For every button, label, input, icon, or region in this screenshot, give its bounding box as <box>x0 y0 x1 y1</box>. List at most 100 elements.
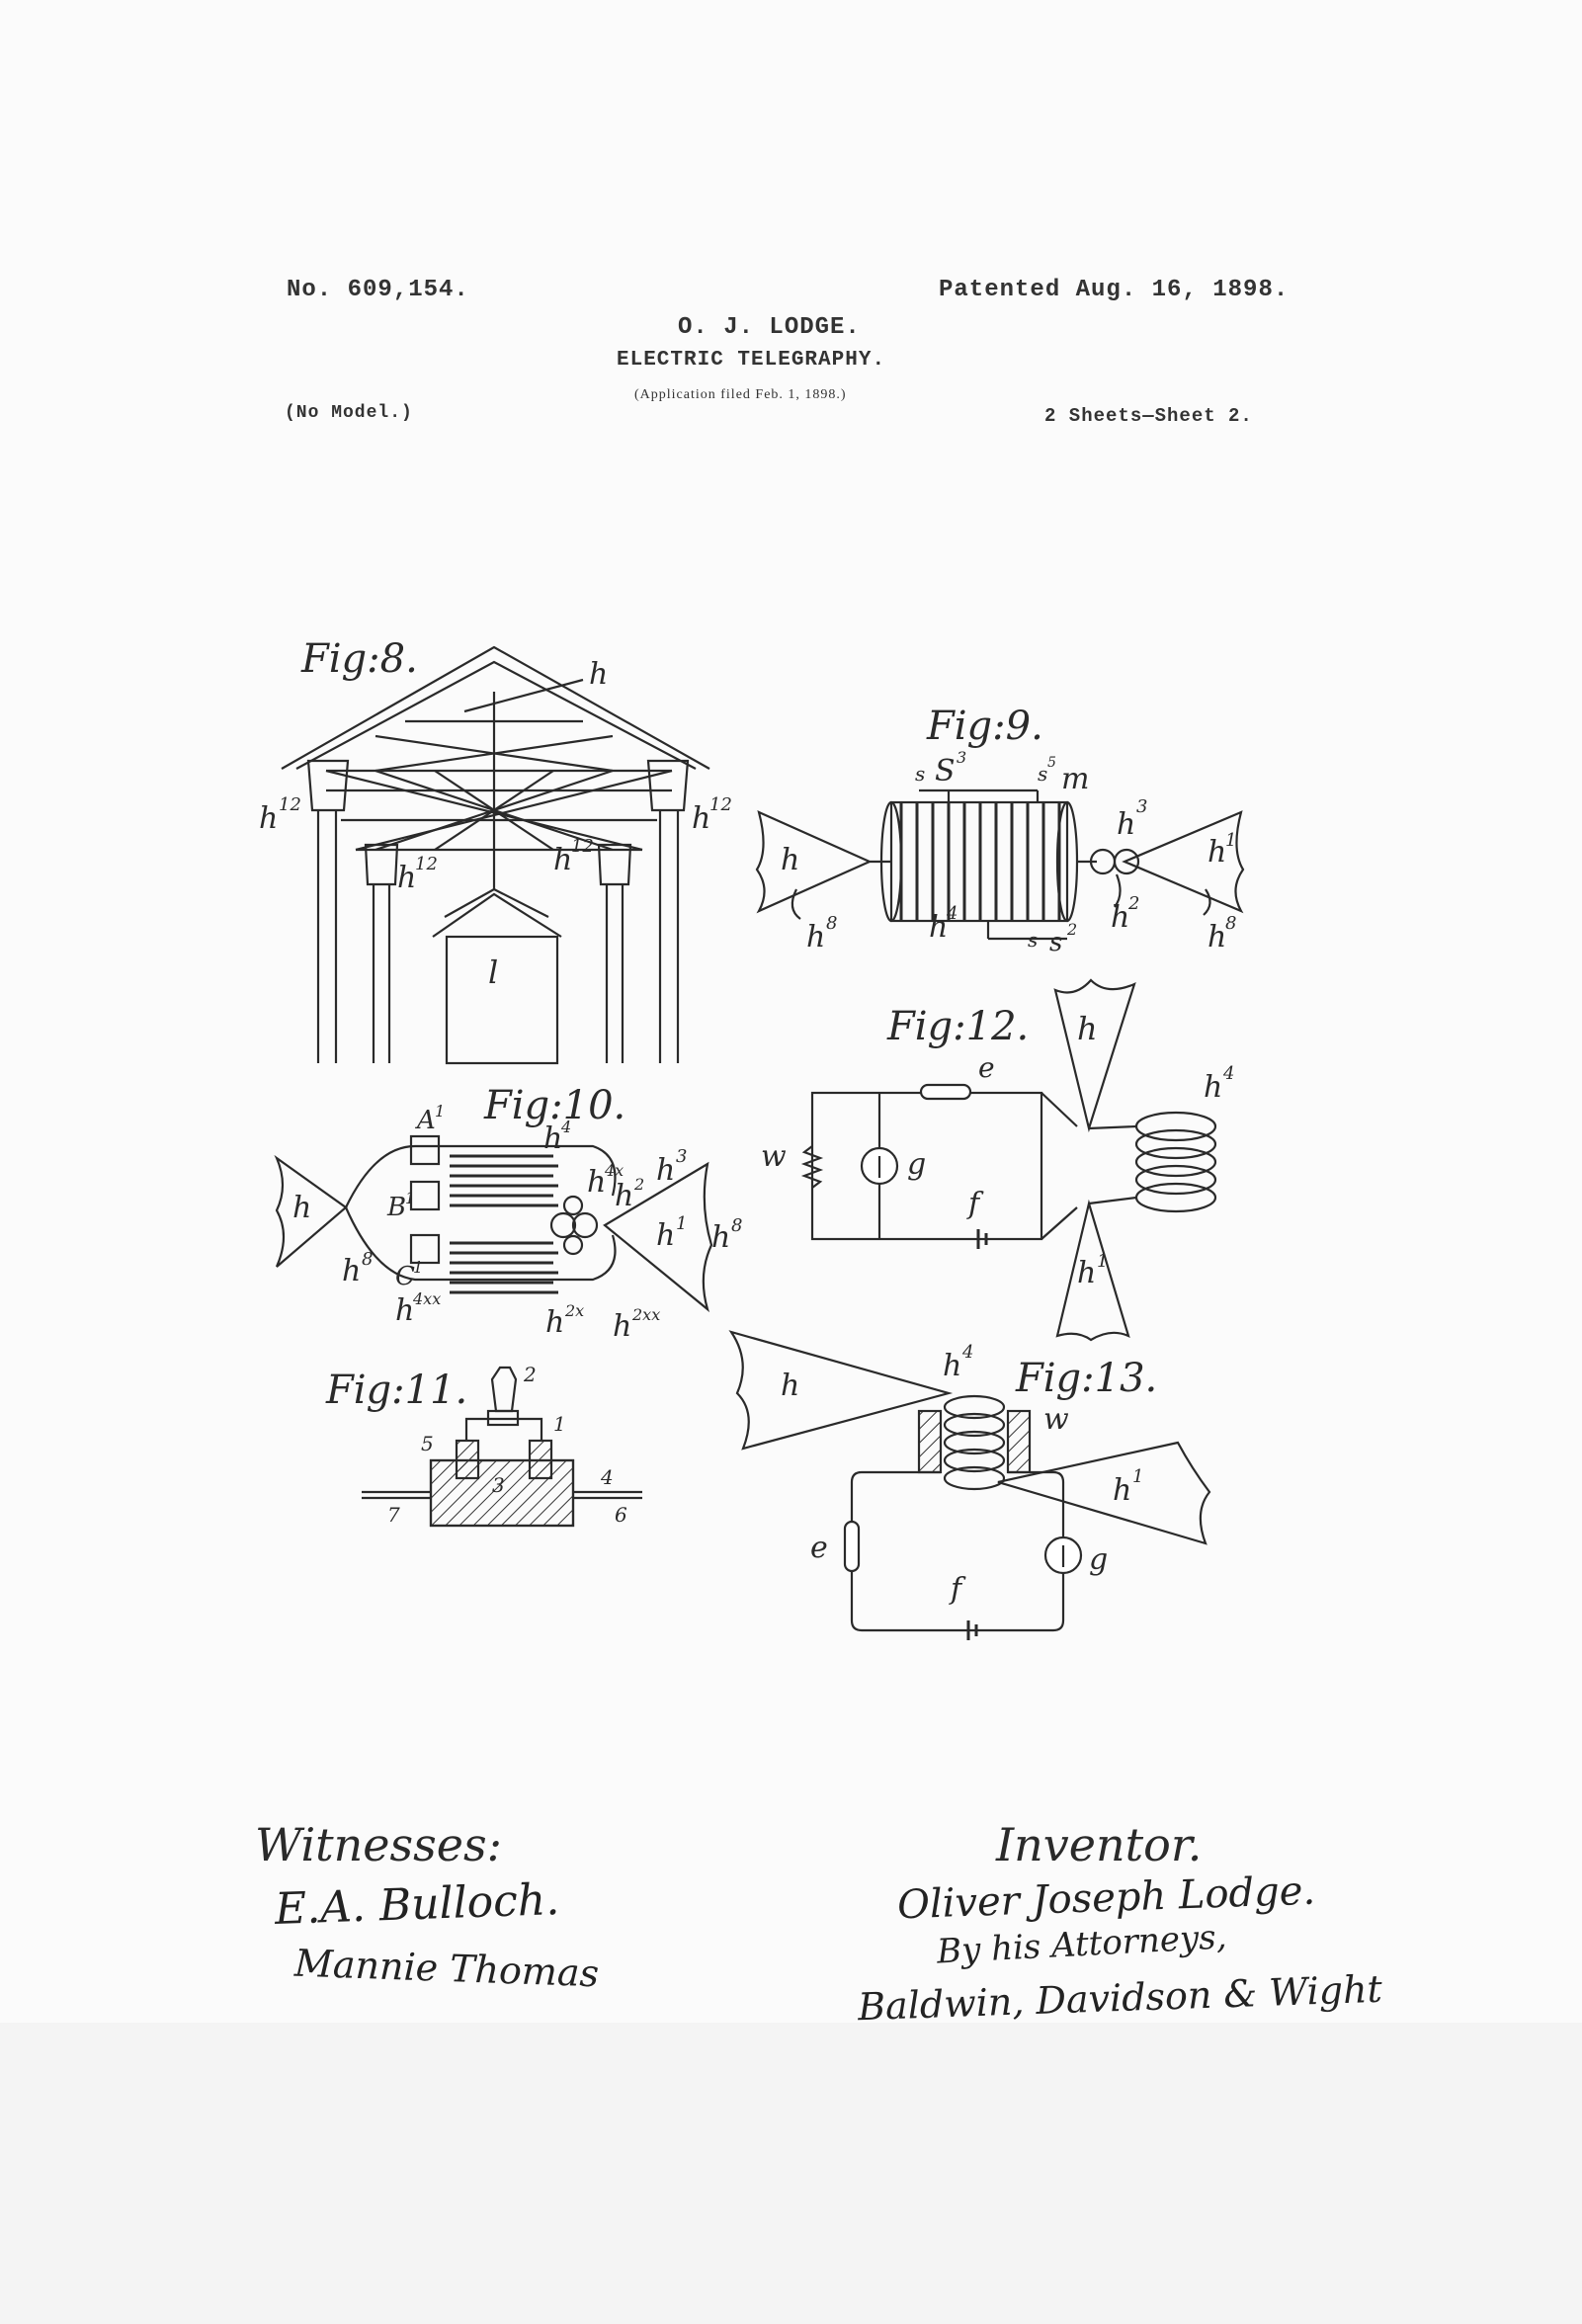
fig-10-part: h <box>656 1218 675 1253</box>
fig-9-part: s <box>1028 928 1038 952</box>
fig-9-part: s <box>1049 928 1062 957</box>
fig-9-part: h <box>806 920 825 954</box>
figure-10: Fig:10. A 1 B 1 <box>274 1083 742 1344</box>
fig-10-part: h <box>615 1179 633 1213</box>
fig-13-part: h <box>781 1369 799 1403</box>
fig-11-part: 7 <box>387 1503 400 1527</box>
model-note: (No Model.) <box>285 403 413 423</box>
fig-10-part: 4x <box>604 1161 624 1180</box>
witness-signature-1: E.A. Bulloch. <box>274 1873 560 1936</box>
figure-12: Fig:12. <box>761 978 1234 1342</box>
fig-9-part: h <box>929 910 948 945</box>
fig-13-part: 4 <box>961 1342 973 1363</box>
fig-12-part: h <box>1077 1256 1096 1290</box>
fig-8-part: h <box>589 657 608 692</box>
fig-9-label: Fig:9. <box>926 704 1043 749</box>
fig-9-part: 3 <box>1136 796 1147 817</box>
fig-13-part: h <box>1113 1473 1131 1508</box>
fig-11-part: 2 <box>523 1363 537 1386</box>
fig-10-part: 1 <box>413 1258 423 1277</box>
fig-10-part: 2 <box>633 1175 644 1194</box>
fig-9-part: m <box>1061 762 1089 796</box>
fig-13-part: w <box>1043 1402 1069 1437</box>
fig-10-part: 4 <box>560 1118 571 1136</box>
fig-9-part: h <box>1207 920 1226 954</box>
fig-10-part: 4xx <box>412 1289 441 1308</box>
fig-13-part: f <box>949 1572 966 1607</box>
fig-11-part: 6 <box>615 1503 627 1527</box>
figure-9: Fig:9. S <box>755 704 1245 957</box>
fig-10-part: A <box>415 1106 436 1135</box>
fig-13-part: h <box>943 1349 961 1383</box>
fig-12-part: w <box>761 1139 787 1174</box>
fig-9-part: 3 <box>957 748 966 767</box>
fig-9-part: h <box>781 843 799 877</box>
fig-11-label: Fig:11. <box>325 1368 467 1413</box>
fig-9-part: 4 <box>946 903 958 924</box>
fig-11-part: 3 <box>492 1473 505 1497</box>
fig-10-part: 1 <box>676 1213 687 1234</box>
fig-10-part: h <box>342 1254 361 1288</box>
fig-10-part: 1 <box>405 1189 415 1207</box>
fig-12-part: h <box>1204 1070 1222 1105</box>
inventor-caption: Inventor. <box>996 1818 1203 1871</box>
fig-8-part: 12 <box>571 836 594 857</box>
fig-10-part: 1 <box>435 1102 445 1120</box>
fig-9-part: h <box>1117 807 1135 842</box>
application-filed-note: (Application filed Feb. 1, 1898.) <box>634 387 847 402</box>
fig-10-part: h <box>545 1305 564 1340</box>
fig-9-part: 8 <box>1225 913 1236 934</box>
fig-10-part: h <box>395 1293 414 1328</box>
page-margin <box>0 2023 1582 2324</box>
fig-9-part: h <box>1111 900 1129 935</box>
fig-8-part: l <box>488 954 498 991</box>
witnesses-caption: Witnesses: <box>255 1818 503 1871</box>
fig-12-part: e <box>978 1051 995 1084</box>
fig-11-part: 5 <box>421 1432 434 1455</box>
fig-10-part: 2x <box>564 1301 584 1320</box>
fig-9-part: s <box>1038 762 1047 786</box>
fig-10-label: Fig:10. <box>483 1083 625 1128</box>
fig-9-part: h <box>1207 835 1226 870</box>
figure-13: Fig:13. h h 4 <box>728 1330 1211 1640</box>
fig-12-part: g <box>907 1147 926 1182</box>
fig-10-part: B <box>386 1193 406 1222</box>
inventor-name: O. J. LODGE. <box>678 314 861 341</box>
figure-11: Fig:11. 1 2 3 4 5 6 7 <box>325 1363 642 1528</box>
fig-10-part: h <box>543 1121 562 1156</box>
fig-12-part: 1 <box>1097 1251 1108 1272</box>
fig-11-part: 4 <box>600 1465 614 1489</box>
fig-10-part: h <box>711 1220 730 1255</box>
fig-8-part: 12 <box>709 794 732 815</box>
fig-10-part: 3 <box>676 1146 687 1167</box>
fig-8-part: 12 <box>415 854 438 874</box>
sheet-note: 2 Sheets—Sheet 2. <box>1044 405 1253 427</box>
fig-10-part: C <box>395 1262 415 1291</box>
fig-8-label: Fig:8. <box>300 636 418 682</box>
fig-13-label: Fig:13. <box>1015 1356 1157 1401</box>
fig-13-part: g <box>1089 1542 1108 1577</box>
fig-10-part: 8 <box>362 1249 373 1270</box>
fig-8-part: h <box>259 801 278 836</box>
fig-13-part: e <box>810 1531 828 1565</box>
figure-8: Fig:8. <box>259 636 732 1065</box>
fig-12-part: f <box>966 1187 984 1221</box>
fig-12-part: 4 <box>1222 1063 1234 1084</box>
invention-title: ELECTRIC TELEGRAPHY. <box>617 349 886 372</box>
fig-9-part: S <box>935 754 956 788</box>
fig-10-part: 2xx <box>631 1305 660 1324</box>
fig-8-part: h <box>397 861 416 895</box>
patent-number: No. 609,154. <box>287 277 469 303</box>
fig-9-part: 5 <box>1047 755 1056 771</box>
patent-sheet: No. 609,154. Patented Aug. 16, 1898. O. … <box>255 277 1383 2030</box>
fig-12-label: Fig:12. <box>886 1004 1029 1049</box>
patent-date: Patented Aug. 16, 1898. <box>939 277 1290 303</box>
fig-10-part: h <box>587 1165 606 1200</box>
fig-11-part: 1 <box>553 1412 566 1436</box>
fig-10-part: 8 <box>731 1215 742 1236</box>
fig-9-part: 8 <box>826 913 837 934</box>
fig-9-part: 2 <box>1066 920 1077 939</box>
fig-9-part: 2 <box>1127 893 1139 914</box>
fig-8-part: h <box>553 843 572 877</box>
fig-8-part: 12 <box>279 794 301 815</box>
